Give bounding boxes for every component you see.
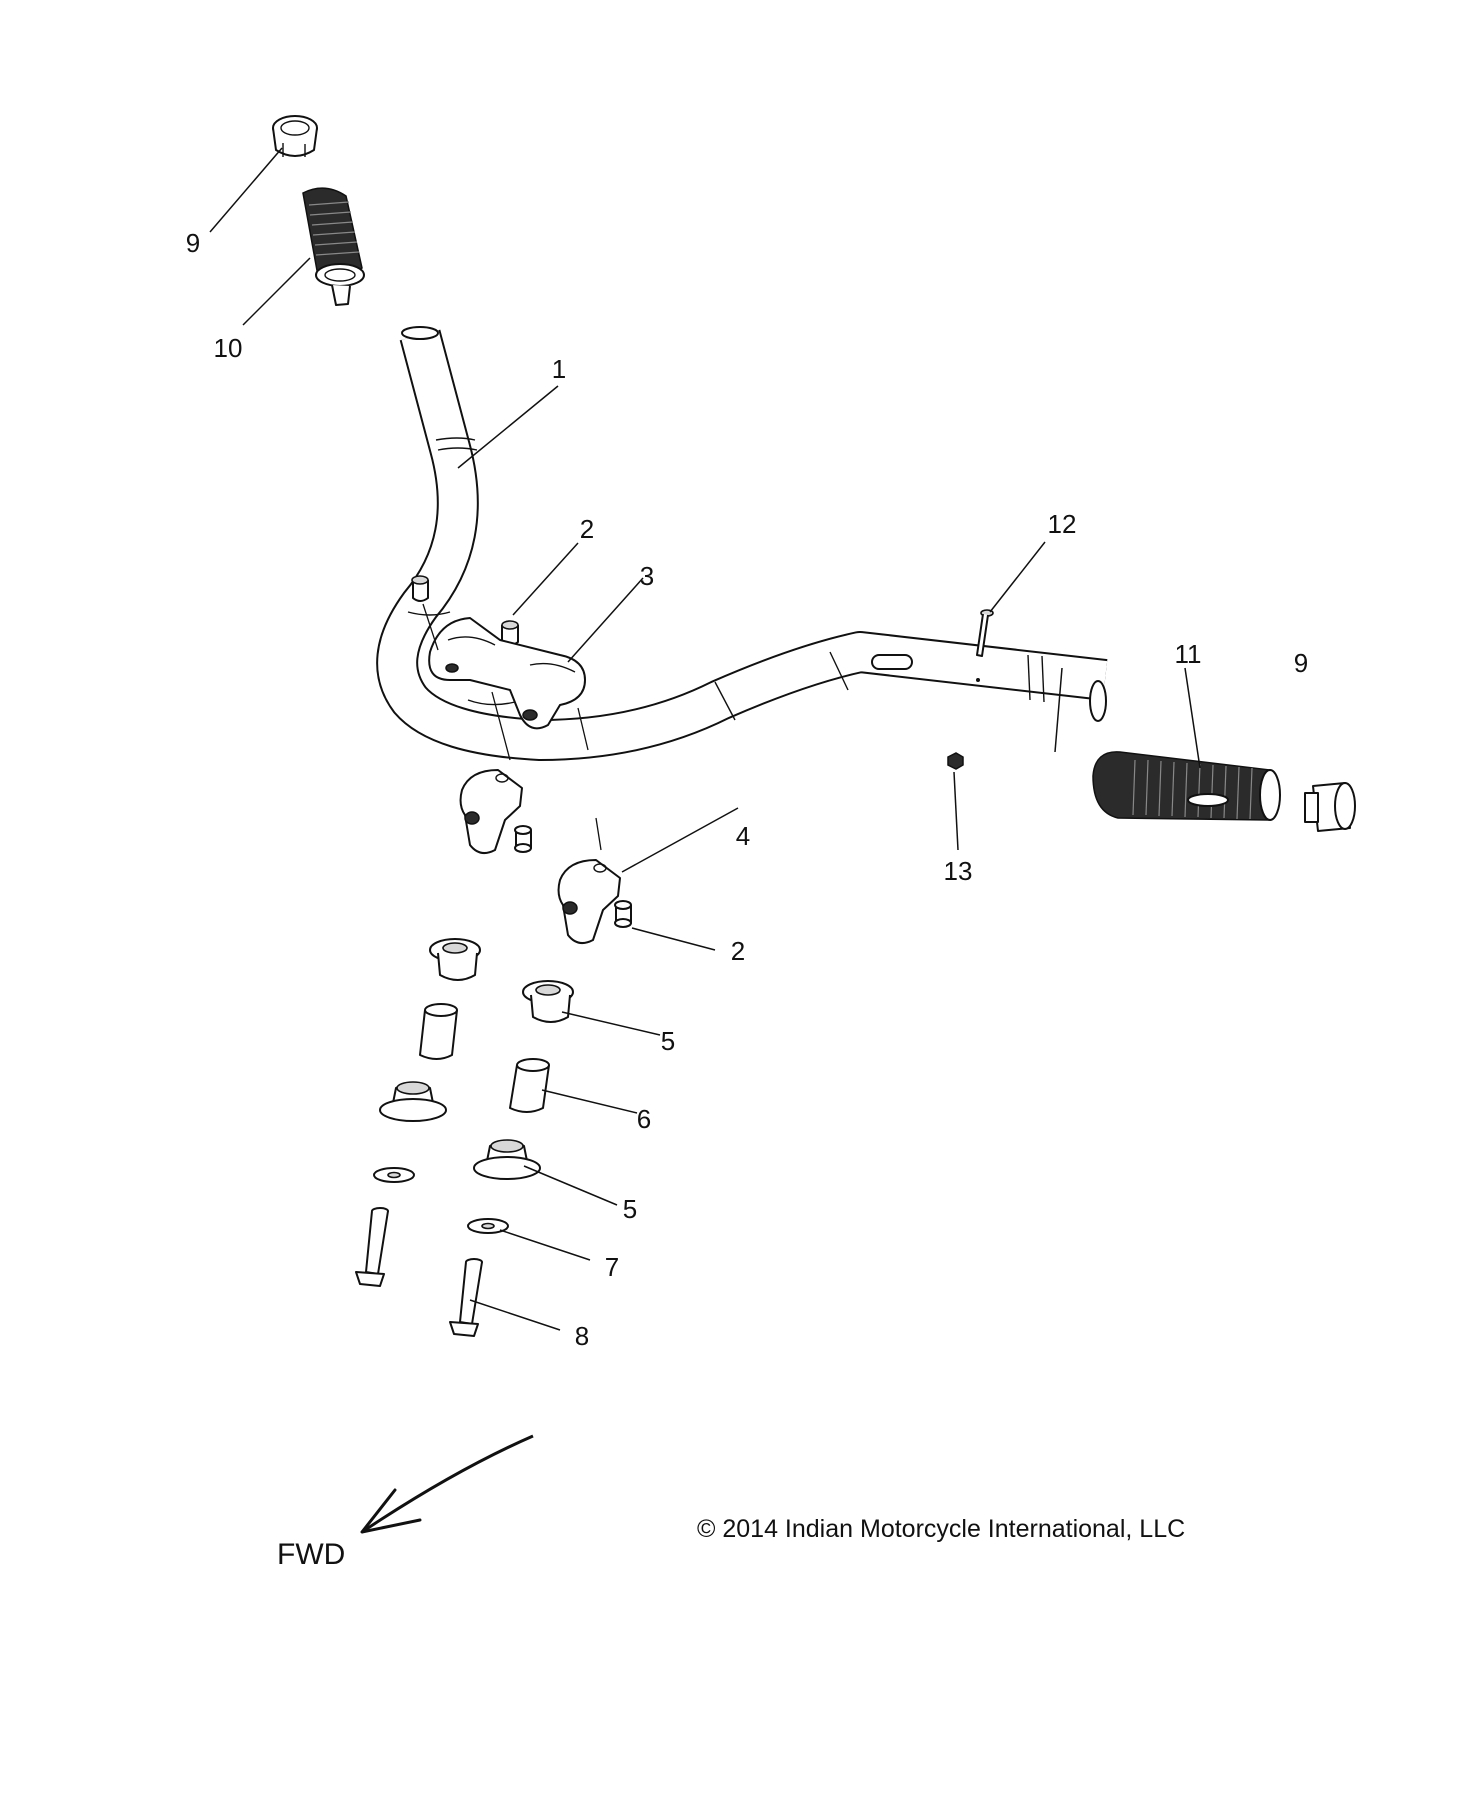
callout-10: 10 <box>214 333 243 363</box>
callout-13: 13 <box>944 856 973 886</box>
callout-2: 2 <box>580 514 594 544</box>
callout-7: 7 <box>605 1252 619 1282</box>
callout-5-lower: 5 <box>623 1194 637 1224</box>
forward-arrow <box>360 1434 534 1534</box>
callout-3: 3 <box>640 561 654 591</box>
nut <box>947 752 964 770</box>
washer-left <box>373 1167 415 1183</box>
spacer-left <box>419 1003 458 1060</box>
clamp-bolt-top-left <box>411 575 429 602</box>
callout-9: 9 <box>186 228 200 258</box>
leader-lines <box>209 147 1201 1331</box>
bolt-right <box>449 1258 483 1337</box>
callout-2-lower: 2 <box>731 936 745 966</box>
bolt-left <box>355 1207 389 1287</box>
grip-left <box>302 187 365 306</box>
callout-5: 5 <box>661 1026 675 1056</box>
lower-riser-clamp-left <box>459 769 523 855</box>
callout-11: 11 <box>1175 639 1202 669</box>
callout-8: 8 <box>575 1321 589 1351</box>
clamp-bolt-lower-right <box>614 900 632 928</box>
alignment-lines <box>422 603 602 851</box>
grip-right <box>1092 751 1281 821</box>
bushing-lower-left <box>379 1081 447 1122</box>
upper-riser-clamp <box>428 617 586 730</box>
clamp-bolt-lower-left <box>514 825 532 853</box>
callout-1: 1 <box>552 354 566 384</box>
end-cap-left <box>272 115 318 157</box>
end-cap-right <box>1304 782 1356 832</box>
copyright-text: © 2014 Indian Motorcycle International, … <box>697 1515 1185 1543</box>
washer-right <box>467 1218 509 1234</box>
callout-4: 4 <box>736 821 750 851</box>
spacer-right <box>509 1058 550 1113</box>
bushing-upper-left <box>429 938 481 981</box>
callout-12: 12 <box>1048 509 1077 539</box>
bushing-lower-right <box>473 1139 541 1180</box>
callout-9-right: 9 <box>1294 648 1308 678</box>
callout-6: 6 <box>637 1104 651 1134</box>
lower-riser-clamp-right <box>557 859 621 945</box>
handlebar <box>376 326 1108 761</box>
bushing-upper-right <box>522 980 574 1023</box>
direction-label: FWD <box>277 1538 345 1571</box>
callout-labels: 9 10 1 2 3 12 11 9 4 13 2 5 6 5 7 8 <box>186 228 1308 1351</box>
